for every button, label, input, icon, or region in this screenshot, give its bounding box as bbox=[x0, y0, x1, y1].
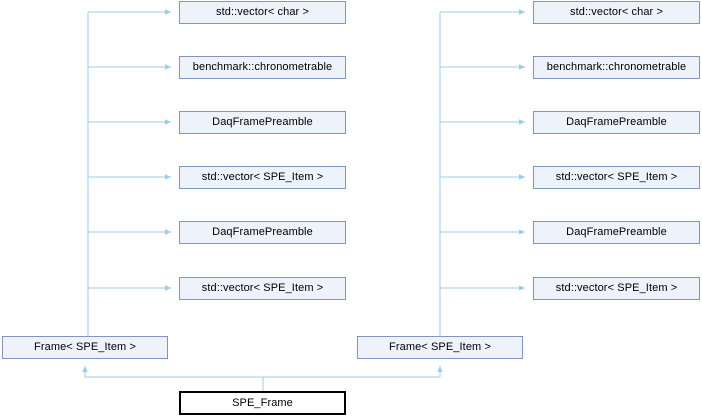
node-benchmark-chronometrable-middle[interactable]: benchmark::chronometrable bbox=[179, 56, 346, 79]
node-benchmark-chronometrable-right[interactable]: benchmark::chronometrable bbox=[533, 56, 700, 79]
node-label: benchmark::chronometrable bbox=[192, 61, 333, 73]
node-label: std::vector< char > bbox=[570, 6, 663, 18]
node-label: DaqFramePreamble bbox=[212, 226, 313, 238]
node-label: std::vector< SPE_Item > bbox=[555, 171, 678, 183]
node-label: Frame< SPE_Item > bbox=[34, 341, 136, 353]
node-label: DaqFramePreamble bbox=[566, 116, 667, 128]
node-std-vector-char-right[interactable]: std::vector< char > bbox=[533, 1, 700, 24]
node-label: DaqFramePreamble bbox=[566, 226, 667, 238]
node-label: Frame< SPE_Item > bbox=[389, 341, 491, 353]
node-spe-frame-focus[interactable]: SPE_Frame bbox=[179, 391, 346, 415]
node-std-vector-char-middle[interactable]: std::vector< char > bbox=[179, 1, 346, 24]
node-label: std::vector< SPE_Item > bbox=[555, 282, 678, 294]
node-daqframepreamble-middle-2[interactable]: DaqFramePreamble bbox=[179, 221, 346, 244]
node-frame-spe-item-left[interactable]: Frame< SPE_Item > bbox=[2, 336, 168, 359]
node-daqframepreamble-right-2[interactable]: DaqFramePreamble bbox=[533, 221, 700, 244]
node-std-vector-spe-item-middle-1[interactable]: std::vector< SPE_Item > bbox=[179, 166, 346, 189]
node-label: std::vector< SPE_Item > bbox=[201, 282, 324, 294]
node-label: std::vector< char > bbox=[216, 6, 309, 18]
node-std-vector-spe-item-middle-2[interactable]: std::vector< SPE_Item > bbox=[179, 277, 346, 300]
node-label: SPE_Frame bbox=[232, 396, 293, 409]
node-label: benchmark::chronometrable bbox=[546, 61, 687, 73]
node-label: std::vector< SPE_Item > bbox=[201, 171, 324, 183]
node-daqframepreamble-middle-1[interactable]: DaqFramePreamble bbox=[179, 111, 346, 134]
node-daqframepreamble-right-1[interactable]: DaqFramePreamble bbox=[533, 111, 700, 134]
node-std-vector-spe-item-right-2[interactable]: std::vector< SPE_Item > bbox=[533, 277, 700, 300]
node-label: DaqFramePreamble bbox=[212, 116, 313, 128]
node-std-vector-spe-item-right-1[interactable]: std::vector< SPE_Item > bbox=[533, 166, 700, 189]
node-frame-spe-item-right[interactable]: Frame< SPE_Item > bbox=[357, 336, 523, 359]
